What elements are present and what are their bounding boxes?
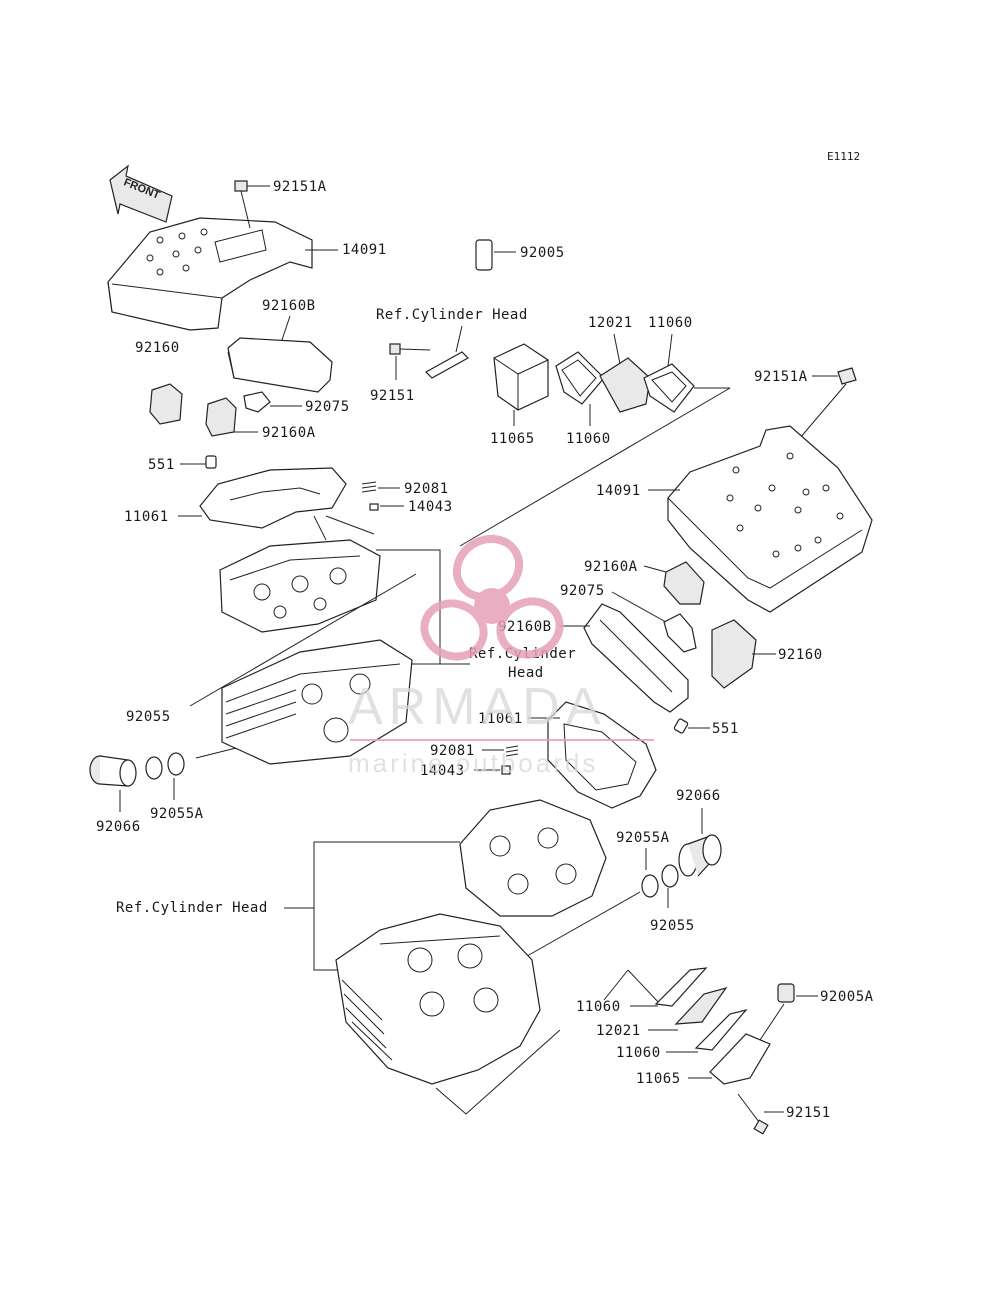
plate-12021-bottom (674, 986, 728, 1025)
label-ref-cylinder-head-1: Ref.Cylinder Head (376, 307, 528, 323)
label-551-mid: 551 (712, 721, 739, 737)
insulator-92066-right (678, 834, 722, 877)
bolt-92151-bottom (737, 1093, 769, 1135)
rocker-cover-top-left (107, 217, 313, 331)
label-92151-top: 92151 (370, 388, 415, 404)
label-14091-top: 14091 (342, 242, 387, 258)
label-14043-mid: 14043 (420, 763, 465, 779)
label-92160B-top: 92160B (262, 298, 316, 314)
label-92081-mid: 92081 (430, 743, 475, 759)
label-92160A-top: 92160A (262, 425, 316, 441)
label-11065-top: 11065 (490, 431, 535, 447)
label-551-top: 551 (148, 457, 175, 473)
reed-valve-11065-bottom (709, 1033, 771, 1085)
cover-92160B-right (583, 603, 689, 713)
gasket-11060-bottom-a (654, 967, 708, 1007)
gasket-11061-top (199, 467, 347, 529)
label-92055A-right: 92055A (616, 830, 670, 846)
bolt-92151A-right (837, 367, 857, 385)
label-92066-left: 92066 (96, 819, 141, 835)
label-92066-right: 92066 (676, 788, 721, 804)
cover-92160B-top (227, 337, 333, 393)
label-92160-right: 92160 (778, 647, 823, 663)
o-ring-92055-right-1 (641, 874, 659, 898)
label-14043-top: 14043 (408, 499, 453, 515)
plate-12021-top (599, 357, 651, 413)
gasket-11060-top-a (555, 351, 605, 405)
bolt-92151-top (389, 343, 431, 355)
clip-92075-top (243, 391, 271, 413)
label-92005: 92005 (520, 245, 565, 261)
bracket-92160 (149, 383, 183, 425)
label-ref-cylinder-head-3: Ref.Cylinder Head (116, 900, 268, 916)
gasket-11061-mid (547, 701, 657, 809)
nipple-92005A (777, 983, 795, 1003)
watermark-brand: ARMADA (348, 678, 606, 736)
label-92160B-right: 92160B (498, 619, 552, 635)
gasket-11060-bottom-b (694, 1008, 748, 1051)
bracket-92160-right (711, 619, 757, 689)
rocker-cover-right (667, 425, 873, 613)
insulator-92066-left (89, 755, 137, 787)
label-11065-bottom: 11065 (636, 1071, 681, 1087)
gasket-11060-top-b (643, 363, 695, 413)
label-11060-top-1: 11060 (648, 315, 693, 331)
label-92055-right: 92055 (650, 918, 695, 934)
label-92055-left: 92055 (126, 709, 171, 725)
reed-valve-11065-top (493, 343, 549, 411)
cylinder-head-left (221, 639, 413, 765)
label-92081-top: 92081 (404, 481, 449, 497)
label-11060-bottom-1: 11060 (576, 999, 621, 1015)
label-11061-top: 11061 (124, 509, 169, 525)
propeller-logo-icon (420, 534, 564, 661)
diagram-code: E1112 (827, 150, 860, 163)
label-12021-top: 12021 (588, 315, 633, 331)
block-92160A-top (205, 397, 237, 437)
label-11060-bottom-2: 11060 (616, 1045, 661, 1061)
spring-92081-mid (505, 745, 519, 757)
label-92151A-right: 92151A (754, 369, 808, 385)
label-92151A-top: 92151A (273, 179, 327, 195)
armada-watermark: ARMADA marine outboards (348, 534, 654, 778)
label-14091-right: 14091 (596, 483, 641, 499)
front-arrow-icon: FRONT (109, 164, 173, 223)
label-92055A-left: 92055A (150, 806, 204, 822)
pipe-92005 (475, 239, 493, 271)
label-92005A: 92005A (820, 989, 874, 1005)
clip-92075-right (663, 613, 697, 653)
label-92160A-right: 92160A (584, 559, 638, 575)
label-11061-mid: 11061 (478, 711, 523, 727)
o-ring-92055A-left-2 (167, 752, 185, 776)
label-ref-cylinder-head-2b: Head (508, 665, 544, 681)
pipe-link-top (425, 351, 469, 379)
block-92160A-right (663, 561, 705, 605)
o-ring-92055-right-2 (661, 864, 679, 888)
o-ring-92055A-left-1 (145, 756, 163, 780)
cylinder-head-lower (335, 913, 541, 1085)
cam-holder-top-left (219, 539, 381, 633)
label-92075-right: 92075 (560, 583, 605, 599)
label-92160-top: 92160 (135, 340, 180, 356)
label-92075-top: 92075 (305, 399, 350, 415)
spring-92081-top (361, 481, 377, 493)
cam-holder-mid (459, 799, 607, 917)
label-12021-bottom: 12021 (596, 1023, 641, 1039)
watermark-tagline: marine outboards (348, 748, 598, 778)
label-11060-top-2: 11060 (566, 431, 611, 447)
label-92151-bottom: 92151 (786, 1105, 831, 1121)
